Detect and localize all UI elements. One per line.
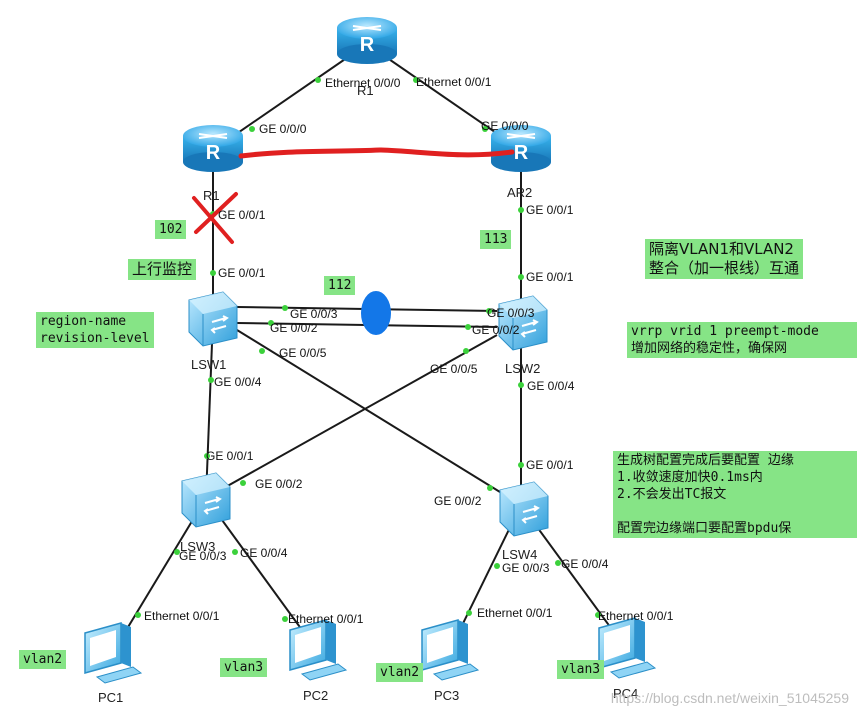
note-vlan-102: 102 <box>155 220 187 239</box>
device-label-r1: R1 <box>357 83 374 98</box>
port-label: Ethernet 0/0/1 <box>598 609 674 623</box>
port-label: GE 0/0/0 <box>481 119 529 133</box>
red-cross-mark <box>192 192 238 244</box>
port-label: GE 0/0/4 <box>527 379 575 393</box>
port-label: GE 0/0/1 <box>218 266 266 280</box>
port-label: GE 0/0/3 <box>290 307 338 321</box>
port-label: GE 0/0/0 <box>259 122 307 136</box>
port-label: GE 0/0/2 <box>255 477 303 491</box>
note-stp-edge-port: 生成树配置完成后要配置 边缘 1.收敛速度加快0.1ms内 2.不会发出TC报文… <box>613 451 857 538</box>
port-label: GE 0/0/1 <box>218 208 266 222</box>
note-region-config: region-name revision-level <box>36 312 154 348</box>
port-label: Ethernet 0/0/1 <box>477 606 553 620</box>
device-label-lsw4: LSW4 <box>502 547 538 562</box>
port-label: GE 0/0/2 <box>472 323 520 337</box>
port-label: GE 0/0/2 <box>434 494 482 508</box>
port-label: GE 0/0/5 <box>279 346 327 360</box>
port-label: Ethernet 0/0/1 <box>144 609 220 623</box>
port-label: GE 0/0/3 <box>487 306 535 320</box>
device-label-pc3: PC3 <box>434 688 460 703</box>
switch-icon[interactable] <box>181 472 231 528</box>
pc-icon[interactable] <box>598 617 656 679</box>
port-label: GE 0/0/2 <box>270 321 318 335</box>
pc-icon[interactable] <box>289 619 347 681</box>
note-vlan-isolation: 隔离VLAN1和VLAN2 整合（加一根线）互通 <box>645 239 804 279</box>
note-vlan-112: 112 <box>324 276 356 295</box>
note-uplink-monitor: 上行监控 <box>128 259 197 280</box>
watermark: https://blog.csdn.net/weixin_51045259 <box>610 690 849 706</box>
note-pc1-vlan: vlan2 <box>19 650 67 669</box>
port-label: GE 0/0/3 <box>179 549 227 563</box>
note-pc2-vlan: vlan3 <box>220 658 268 677</box>
device-label-ar1: R1 <box>203 188 220 203</box>
port-label: GE 0/0/4 <box>240 546 288 560</box>
note-pc4-vlan: vlan3 <box>557 660 605 679</box>
note-vrrp: vrrp vrid 1 preempt-mode 增加网络的稳定性，确保网 <box>627 322 857 358</box>
port-label: GE 0/0/4 <box>561 557 609 571</box>
device-label-pc4: PC4 <box>613 686 639 701</box>
port-label: GE 0/0/1 <box>526 203 574 217</box>
device-label-pc2: PC2 <box>303 688 329 703</box>
pc-icon[interactable] <box>421 619 479 681</box>
port-label: GE 0/0/4 <box>214 375 262 389</box>
link-aggregation-oval <box>361 291 391 335</box>
port-label: GE 0/0/1 <box>206 449 254 463</box>
device-label-lsw2: LSW2 <box>505 361 541 376</box>
router-icon[interactable] <box>336 16 398 65</box>
port-label: GE 0/0/1 <box>526 270 574 284</box>
port-label: Ethernet 0/0/1 <box>288 612 364 626</box>
port-label: GE 0/0/3 <box>502 561 550 575</box>
port-label: GE 0/0/1 <box>526 458 574 472</box>
note-pc3-vlan: vlan2 <box>376 663 424 682</box>
port-label: GE 0/0/5 <box>430 362 478 376</box>
device-label-pc1: PC1 <box>98 690 124 705</box>
device-label-ar2: AR2 <box>507 185 533 200</box>
device-label-lsw1: LSW1 <box>191 357 227 372</box>
switch-icon[interactable] <box>188 291 238 347</box>
red-link-annotation <box>238 147 515 159</box>
port-label: Ethernet 0/0/1 <box>416 75 492 89</box>
device-label-lsw3: LSW3 <box>180 539 216 554</box>
switch-icon[interactable] <box>499 481 549 537</box>
port-indicators <box>135 77 601 622</box>
port-label: Ethernet 0/0/0 <box>325 76 401 90</box>
router-icon[interactable] <box>182 124 244 173</box>
pc-icon[interactable] <box>84 622 142 684</box>
note-vlan-113: 113 <box>480 230 512 249</box>
